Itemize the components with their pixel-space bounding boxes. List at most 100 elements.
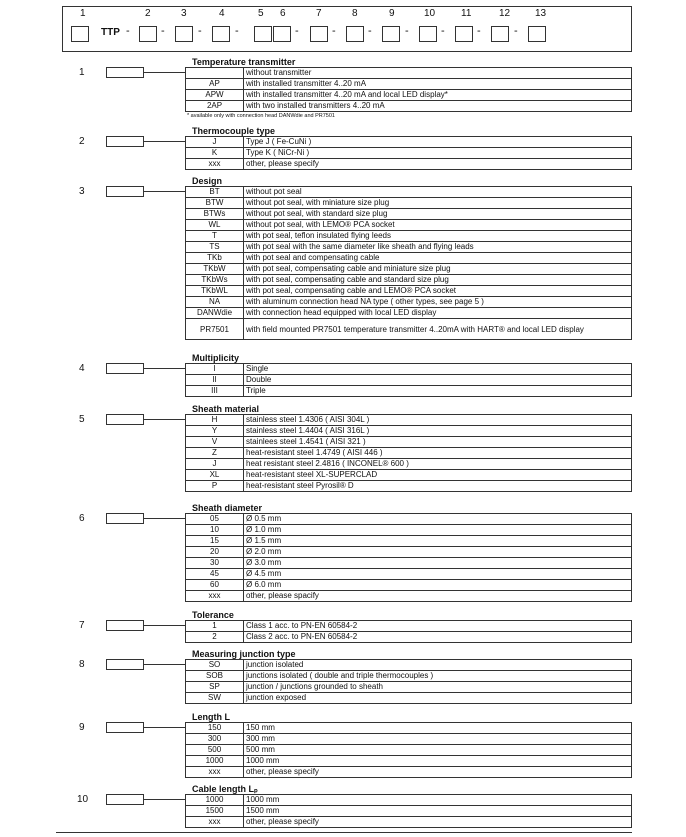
option-description: with pot seal with the same diameter lik… xyxy=(243,241,632,253)
code-slot[interactable] xyxy=(175,26,193,42)
option-code: P xyxy=(185,480,244,492)
section-number: 7 xyxy=(79,620,85,631)
code-separator-dash: - xyxy=(295,25,299,37)
option-description: other, please specify xyxy=(243,766,632,778)
section-title: Design xyxy=(192,176,223,186)
section-leader-line xyxy=(144,141,185,142)
option-description: heat-resistant steel XL-SUPERCLAD xyxy=(243,469,632,481)
code-slot[interactable] xyxy=(382,26,400,42)
option-code: 20 xyxy=(185,546,244,558)
option-code: Y xyxy=(185,425,244,437)
section-code-input[interactable] xyxy=(106,136,144,147)
option-code: WL xyxy=(185,219,244,231)
section-title: Temperature transmitter xyxy=(192,57,296,67)
section-code-input[interactable] xyxy=(106,513,144,524)
option-code: 30 xyxy=(185,557,244,569)
section-code-input[interactable] xyxy=(106,67,144,78)
option-code: 2 xyxy=(185,631,244,643)
option-description: heat resistant steel 2.4816 ( INCONEL® 6… xyxy=(243,458,632,470)
code-slot[interactable] xyxy=(419,26,437,42)
code-position-number: 6 xyxy=(280,8,286,19)
option-code: 1 xyxy=(185,620,244,632)
section-code-input[interactable] xyxy=(106,659,144,670)
option-code: 10 xyxy=(185,524,244,536)
code-position-number: 1 xyxy=(80,8,86,19)
section-code-input[interactable] xyxy=(106,363,144,374)
code-slot[interactable] xyxy=(212,26,230,42)
section-code-input[interactable] xyxy=(106,414,144,425)
code-slot[interactable] xyxy=(455,26,473,42)
option-description: with pot seal, compensating cable and st… xyxy=(243,274,632,286)
option-description: 500 mm xyxy=(243,744,632,756)
code-slot[interactable] xyxy=(273,26,291,42)
option-code: TKbW xyxy=(185,263,244,275)
option-description: stainless steel 1.4404 ( AISI 316L ) xyxy=(243,425,632,437)
option-description: Double xyxy=(243,374,632,386)
section-number: 10 xyxy=(77,794,89,805)
code-slot[interactable] xyxy=(139,26,157,42)
option-code: 1500 xyxy=(185,805,244,817)
option-code: I xyxy=(185,363,244,375)
option-code: 15 xyxy=(185,535,244,547)
option-code: xxx xyxy=(185,766,244,778)
section-code-input[interactable] xyxy=(106,620,144,631)
option-description: 1500 mm xyxy=(243,805,632,817)
code-prefix: TTP xyxy=(101,27,120,38)
code-separator-dash: - xyxy=(161,25,165,37)
ordering-code-box xyxy=(62,6,632,52)
code-slot[interactable] xyxy=(254,26,272,42)
section-title: Tolerance xyxy=(192,610,234,620)
section-leader-line xyxy=(144,419,185,420)
option-code: 1000 xyxy=(185,755,244,767)
option-description: with pot seal and compensating cable xyxy=(243,252,632,264)
code-position-number: 4 xyxy=(219,8,225,19)
code-slot[interactable] xyxy=(491,26,509,42)
option-description: heat-resistant steel Pyrosil® D xyxy=(243,480,632,492)
option-description: with installed transmitter 4..20 mA and … xyxy=(243,89,632,101)
option-code: Z xyxy=(185,447,244,459)
code-position-number: 8 xyxy=(352,8,358,19)
code-slot[interactable] xyxy=(310,26,328,42)
code-slot[interactable] xyxy=(71,26,89,42)
section-title: Sheath diameter xyxy=(192,503,263,513)
section-number: 5 xyxy=(79,414,85,425)
code-separator-dash: - xyxy=(198,25,202,37)
code-separator-dash: - xyxy=(441,25,445,37)
option-description: junction exposed xyxy=(243,692,632,704)
option-code: xxx xyxy=(185,158,244,170)
section-code-input[interactable] xyxy=(106,186,144,197)
option-code: 150 xyxy=(185,722,244,734)
code-slot[interactable] xyxy=(346,26,364,42)
section-code-input[interactable] xyxy=(106,794,144,805)
section-code-input[interactable] xyxy=(106,722,144,733)
option-description: Single xyxy=(243,363,632,375)
option-code: 05 xyxy=(185,513,244,525)
option-code: H xyxy=(185,414,244,426)
code-slot[interactable] xyxy=(528,26,546,42)
option-code: NA xyxy=(185,296,244,308)
section-title: Measuring junction type xyxy=(192,649,296,659)
option-description: with aluminum connection head NA type ( … xyxy=(243,296,632,308)
option-code: SW xyxy=(185,692,244,704)
option-description: other, please specify xyxy=(243,158,632,170)
